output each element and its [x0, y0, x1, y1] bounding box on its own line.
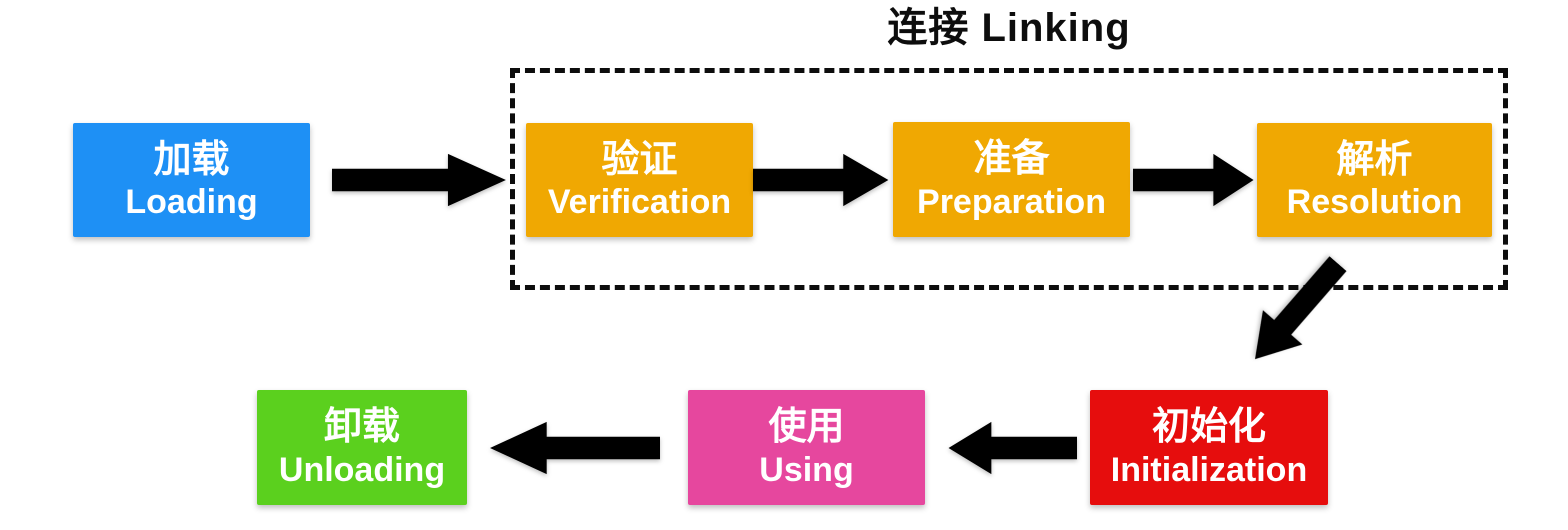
arrow-using-to-unloading-icon [488, 420, 660, 476]
arrow-preparation-to-resolution-icon [1133, 152, 1255, 208]
stage-box-initialization: 初始化 Initialization [1090, 390, 1328, 505]
stage-label-zh: 验证 [601, 138, 678, 181]
linking-dashed-frame [510, 68, 1508, 290]
linking-group-title: 连接 Linking [887, 6, 1131, 50]
stage-label-en: Resolution [1286, 183, 1463, 222]
stage-label-en: Loading [125, 183, 258, 222]
stage-label-zh: 解析 [1336, 138, 1413, 181]
stage-label-en: Initialization [1110, 450, 1308, 489]
stage-label-zh: 准备 [973, 138, 1050, 181]
stage-label-zh: 使用 [768, 406, 845, 449]
stage-label-zh: 卸载 [323, 406, 400, 449]
stage-label-en: Preparation [917, 182, 1106, 221]
stage-box-verification: 验证 Verification [526, 123, 753, 237]
stage-label-en: Verification [547, 183, 732, 222]
stage-label-zh: 初始化 [1151, 406, 1266, 449]
arrow-verification-to-preparation-icon [753, 152, 890, 208]
arrow-resolution-to-initialization-icon [1233, 245, 1359, 378]
stage-box-loading: 加载 Loading [73, 123, 310, 237]
stage-label-en: Using [759, 450, 854, 489]
stage-box-unloading: 卸载 Unloading [257, 390, 467, 505]
stage-box-resolution: 解析 Resolution [1257, 123, 1492, 237]
arrow-loading-to-verification-icon [332, 152, 508, 208]
stage-box-using: 使用 Using [688, 390, 925, 505]
arrow-initialization-to-using-icon [947, 420, 1077, 476]
stage-label-zh: 加载 [153, 138, 230, 181]
stage-box-preparation: 准备 Preparation [893, 122, 1130, 237]
stage-label-en: Unloading [278, 450, 446, 489]
